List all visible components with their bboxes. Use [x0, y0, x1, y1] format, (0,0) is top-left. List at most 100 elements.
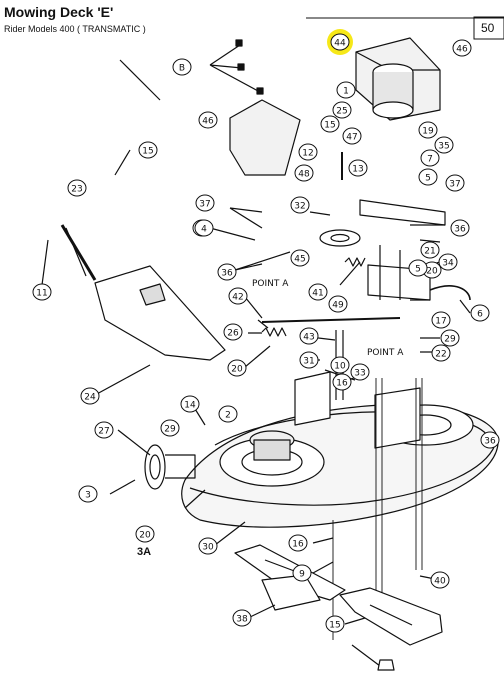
- svg-text:16: 16: [292, 540, 304, 550]
- callout-10: 10: [330, 356, 350, 374]
- callout-29: 29: [160, 419, 180, 437]
- svg-text:43: 43: [303, 333, 314, 343]
- svg-text:49: 49: [332, 301, 344, 311]
- page-number-box: [473, 16, 504, 40]
- callout-36: 36: [480, 431, 500, 449]
- idler-pulley: [319, 229, 361, 247]
- svg-text:6: 6: [477, 310, 483, 320]
- svg-text:4: 4: [201, 225, 207, 235]
- callout-30: 30: [198, 537, 218, 555]
- svg-text:12: 12: [302, 149, 313, 159]
- svg-text:46: 46: [202, 117, 214, 127]
- callout-15: 15: [320, 115, 340, 133]
- callout-48: 48: [294, 164, 314, 182]
- sub-assembly-label: 3A: [137, 546, 152, 558]
- svg-text:25: 25: [336, 107, 347, 117]
- svg-text:20: 20: [231, 365, 243, 375]
- callout-7: 7: [420, 149, 440, 167]
- callout-25: 25: [332, 101, 352, 119]
- svg-text:3: 3: [85, 491, 91, 501]
- svg-text:19: 19: [422, 127, 434, 137]
- page-subtitle: Rider Models 400 ( TRANSMATIC ): [4, 24, 146, 34]
- page-title: Mowing Deck 'E': [4, 4, 114, 20]
- svg-text:38: 38: [236, 615, 248, 625]
- callout-35: 35: [434, 136, 454, 154]
- callout-46: 46: [198, 111, 218, 129]
- svg-text:21: 21: [424, 247, 435, 257]
- svg-text:15: 15: [329, 621, 340, 631]
- callout-21: 21: [420, 241, 440, 259]
- svg-text:31: 31: [303, 357, 314, 367]
- callout-47: 47: [342, 127, 362, 145]
- svg-text:16: 16: [336, 379, 348, 389]
- callout-20: 20: [227, 359, 247, 377]
- callout-29: 29: [440, 329, 460, 347]
- callout-37: 37: [445, 174, 465, 192]
- callout-13: 13: [348, 159, 368, 177]
- svg-text:46: 46: [456, 45, 468, 55]
- svg-text:44: 44: [334, 39, 346, 49]
- callout-3: 3: [78, 485, 98, 503]
- callout-16: 16: [288, 534, 308, 552]
- svg-text:10: 10: [334, 362, 346, 372]
- callout-23: 23: [67, 179, 87, 197]
- callout-26: 26: [223, 323, 243, 341]
- svg-text:23: 23: [71, 185, 82, 195]
- callout-36: 36: [450, 219, 470, 237]
- svg-text:45: 45: [294, 255, 305, 265]
- svg-text:22: 22: [435, 350, 446, 360]
- svg-text:34: 34: [442, 259, 454, 269]
- callout-9: 9: [292, 564, 312, 582]
- svg-text:37: 37: [449, 180, 460, 190]
- callout-49: 49: [328, 295, 348, 313]
- callout-38: 38: [232, 609, 252, 627]
- svg-text:B: B: [179, 64, 185, 74]
- callout-32: 32: [290, 196, 310, 214]
- callout-15: 15: [138, 141, 158, 159]
- svg-text:40: 40: [434, 577, 446, 587]
- svg-text:2: 2: [225, 411, 231, 421]
- svg-text:29: 29: [164, 425, 176, 435]
- callout-44: 44: [330, 33, 350, 51]
- callout-5: 5: [418, 168, 438, 186]
- svg-text:11: 11: [36, 289, 47, 299]
- svg-text:7: 7: [427, 155, 433, 165]
- svg-text:26: 26: [227, 329, 239, 339]
- point-a-label: POINT A: [367, 348, 404, 358]
- callout-B: B: [172, 58, 192, 76]
- callout-24: 24: [80, 387, 100, 405]
- callout-31: 31: [299, 351, 319, 369]
- svg-text:15: 15: [324, 121, 335, 131]
- svg-text:13: 13: [352, 165, 363, 175]
- svg-text:17: 17: [435, 317, 446, 327]
- callout-19: 19: [418, 121, 438, 139]
- callout-36: 36: [217, 263, 237, 281]
- blade-center: [261, 574, 321, 611]
- callout-2: 2: [218, 405, 238, 423]
- callout-27: 27: [94, 421, 114, 439]
- page-number: 50: [481, 21, 495, 35]
- svg-text:32: 32: [294, 202, 305, 212]
- callout-16: 16: [332, 373, 352, 391]
- callout-40: 40: [430, 571, 450, 589]
- belt-guard: [229, 99, 301, 176]
- svg-text:36: 36: [454, 225, 466, 235]
- svg-text:14: 14: [184, 401, 196, 411]
- callout-43: 43: [299, 327, 319, 345]
- callout-1: 1: [336, 81, 356, 99]
- callout-37: 37: [195, 194, 215, 212]
- svg-text:1: 1: [343, 87, 349, 97]
- svg-text:35: 35: [438, 142, 449, 152]
- callout-22: 22: [431, 344, 451, 362]
- svg-text:47: 47: [346, 133, 357, 143]
- svg-text:36: 36: [221, 269, 233, 279]
- svg-text:24: 24: [84, 393, 96, 403]
- callout-41: 41: [308, 283, 328, 301]
- callout-12: 12: [298, 143, 318, 161]
- svg-text:29: 29: [444, 335, 456, 345]
- gauge-wheel: [144, 444, 166, 490]
- blade-right: [339, 587, 443, 646]
- svg-text:20: 20: [426, 267, 438, 277]
